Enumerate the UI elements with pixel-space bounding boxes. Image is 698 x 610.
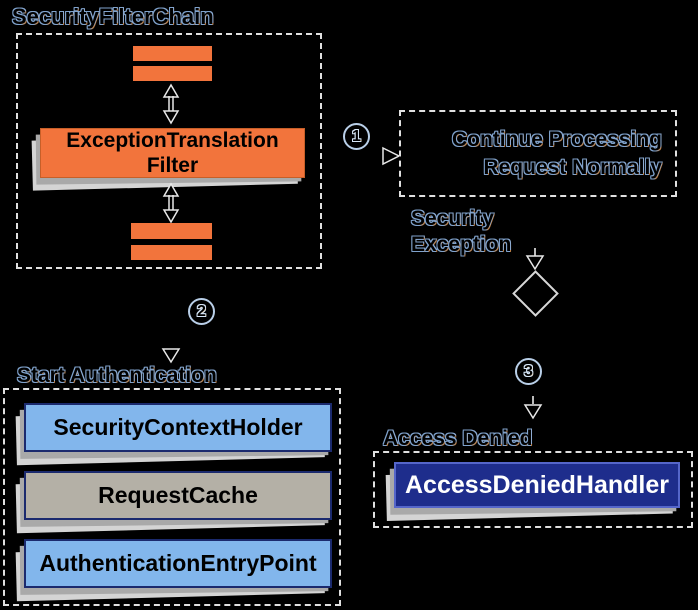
security-exception-line2: Exception <box>411 233 512 256</box>
request-cache-label: RequestCache <box>24 471 332 520</box>
security-filter-chain-title: SecurityFilterChain <box>12 4 214 29</box>
authentication-entry-point-node: AuthenticationEntryPoint <box>15 539 332 602</box>
step-1-badge: 1 <box>343 123 370 150</box>
double-arrow-icon <box>162 83 180 125</box>
filter-bar-bottom-1 <box>131 223 212 239</box>
connector-line <box>532 396 534 404</box>
continue-processing-line1: Continue Processing <box>451 127 662 151</box>
arrow-down-icon <box>525 254 545 271</box>
decision-diamond <box>512 270 559 317</box>
filter-bar-top-1 <box>133 46 212 61</box>
security-context-holder-node: SecurityContextHolder <box>15 403 332 466</box>
step-2-badge: 2 <box>188 298 215 325</box>
authentication-entry-point-label: AuthenticationEntryPoint <box>24 539 332 588</box>
filter-bar-top-2 <box>133 66 212 81</box>
arrow-right-icon <box>381 146 401 166</box>
access-denied-handler-label: AccessDeniedHandler <box>394 462 680 508</box>
step-2-number: 2 <box>197 302 206 320</box>
filter-label-line2: Filter <box>146 154 199 177</box>
continue-processing-box: Continue Processing Request Normally <box>399 110 677 197</box>
filter-bar-bottom-2 <box>131 245 212 260</box>
arrow-down-icon <box>161 347 181 364</box>
security-exception-line1: Security <box>411 207 494 230</box>
access-denied-handler-node: AccessDeniedHandler <box>385 462 680 521</box>
double-arrow-icon <box>162 182 180 224</box>
connector-line <box>534 248 536 256</box>
continue-processing-line2: Request Normally <box>483 155 662 179</box>
access-denied-box: AccessDeniedHandler <box>373 451 693 528</box>
start-authentication-title: Start Authentication <box>17 364 217 387</box>
exception-translation-filter-node: ExceptionTranslation Filter <box>31 128 305 191</box>
security-context-holder-label: SecurityContextHolder <box>24 403 332 452</box>
start-authentication-box: SecurityContextHolder RequestCache Authe… <box>3 388 341 606</box>
access-denied-title: Access Denied <box>383 427 533 450</box>
step-3-number: 3 <box>524 362 533 380</box>
step-3-badge: 3 <box>515 358 542 385</box>
request-cache-node: RequestCache <box>15 471 332 534</box>
security-exception-label: Security Exception <box>411 206 511 258</box>
step-1-number: 1 <box>352 127 361 145</box>
exception-translation-filter-label: ExceptionTranslation Filter <box>40 128 305 178</box>
filter-label-line1: ExceptionTranslation <box>66 129 279 152</box>
arrow-down-icon <box>523 403 543 420</box>
security-filter-chain-box: ExceptionTranslation Filter <box>16 33 322 269</box>
